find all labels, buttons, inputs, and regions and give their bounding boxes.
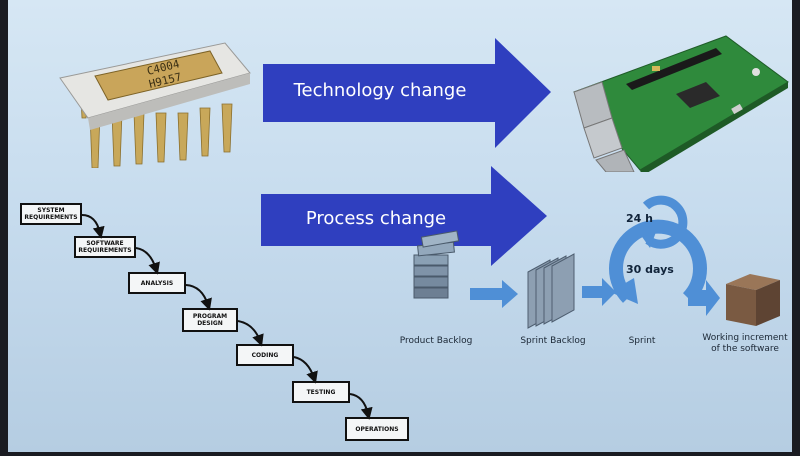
waterfall-step-testing: TESTING xyxy=(292,381,350,403)
technology-change-arrow xyxy=(263,38,551,148)
waterfall-step-coding: CODING xyxy=(236,344,294,366)
raspberry-pi-board-image xyxy=(573,35,789,172)
to-sprint-backlog-arrow xyxy=(470,280,518,308)
sprint-length-label: 30 days xyxy=(626,263,674,276)
intel-4004-chip-image: C4004 H9157 xyxy=(59,42,251,168)
slide: C4004 H9157 Technology change Process ch… xyxy=(8,0,792,452)
scrum-diagram xyxy=(413,195,780,329)
sprint-label: Sprint xyxy=(628,336,656,346)
sprint-cycle-icon xyxy=(609,219,707,303)
technology-change-label: Technology change xyxy=(293,80,467,101)
to-increment-arrow xyxy=(688,280,720,316)
daily-cycle-label: 24 h xyxy=(626,212,653,225)
waterfall-step-operations: OPERATIONS xyxy=(345,417,409,441)
sprint-backlog-label: Sprint Backlog xyxy=(520,336,586,346)
to-sprint-arrow xyxy=(582,278,616,306)
process-change-label: Process change xyxy=(305,208,447,229)
process-change-arrow xyxy=(261,166,547,266)
waterfall-connector-arrows xyxy=(81,214,373,420)
product-backlog-label: Product Backlog xyxy=(399,336,473,346)
sprint-backlog-sheets-icon xyxy=(527,253,575,329)
daily-cycle-icon xyxy=(642,195,688,249)
product-backlog-stack-icon xyxy=(413,230,460,299)
working-increment-box-icon xyxy=(726,274,780,326)
